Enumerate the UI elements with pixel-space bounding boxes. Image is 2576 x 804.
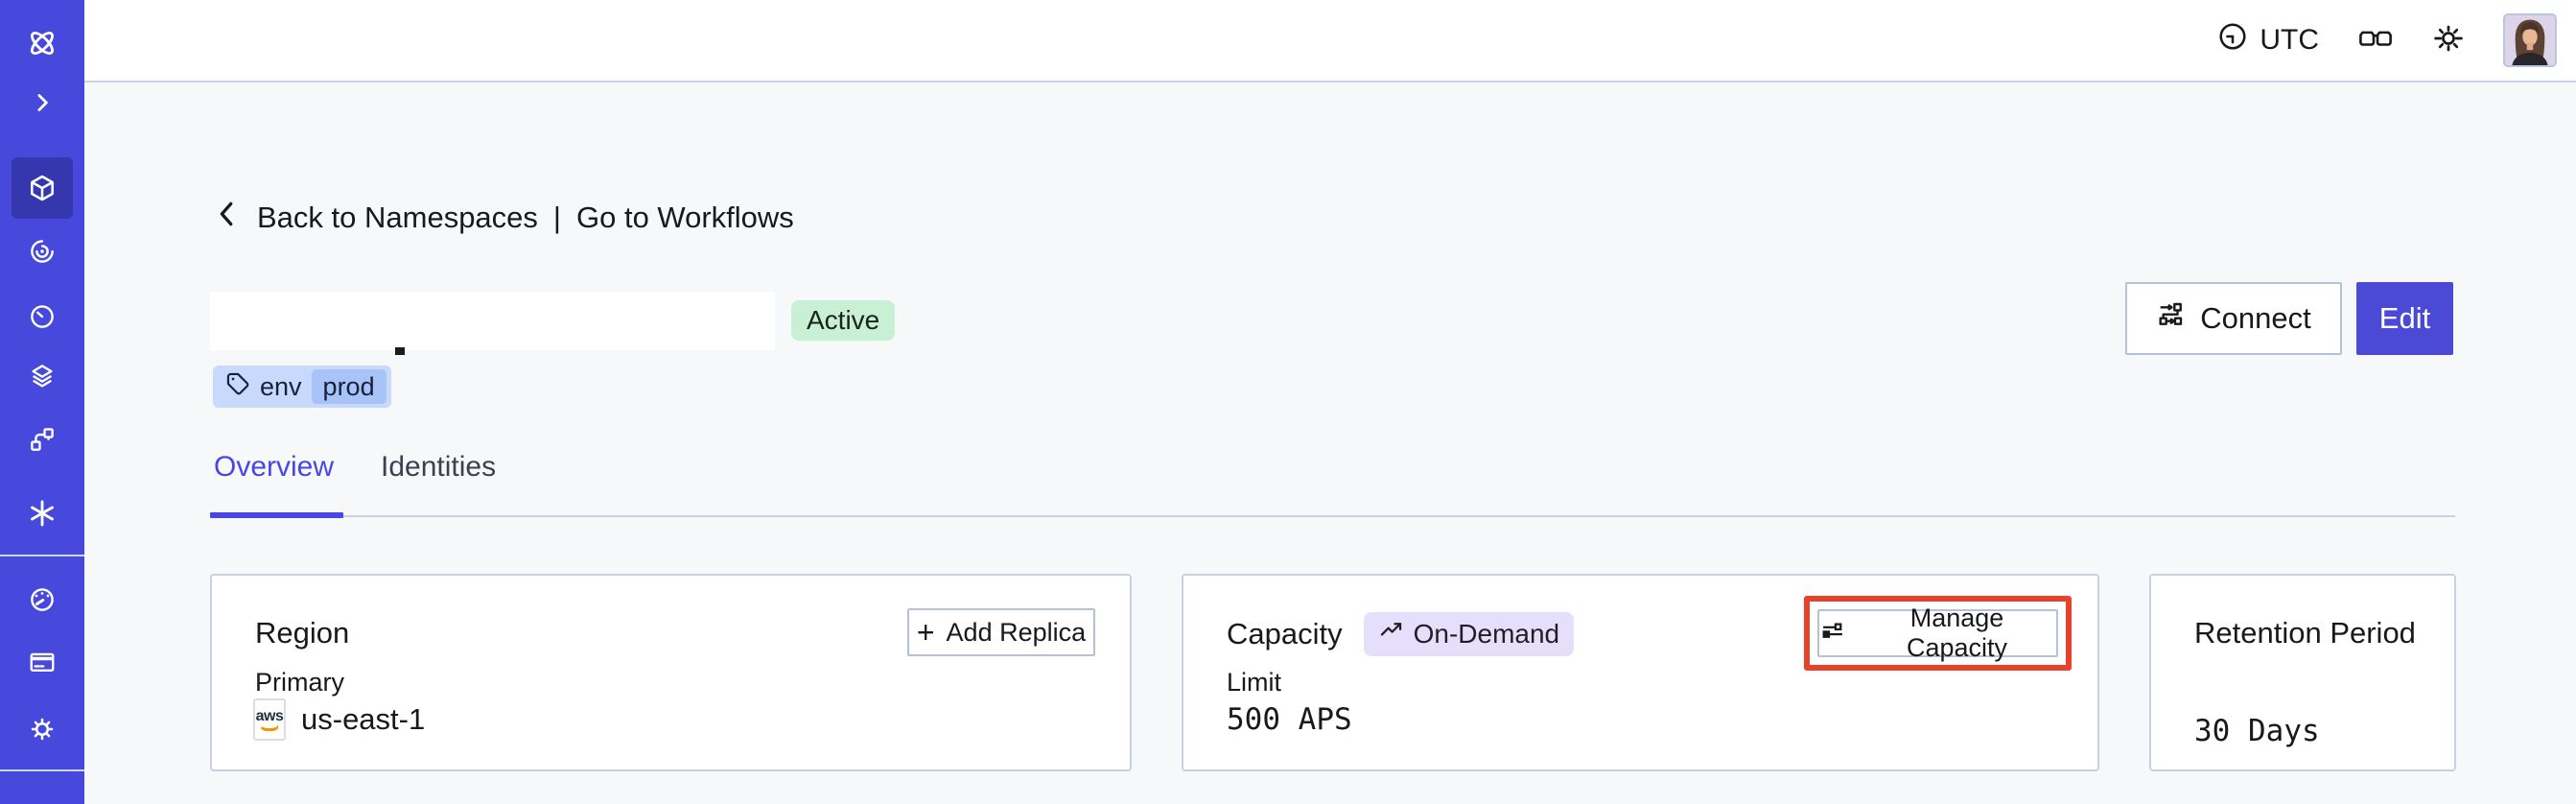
sidebar-item-deployments[interactable] bbox=[0, 345, 84, 407]
status-badge-label: Active bbox=[807, 305, 880, 335]
aws-logo-text: aws bbox=[255, 707, 284, 724]
tab-identities[interactable]: Identities bbox=[381, 451, 496, 484]
retention-value: 30 Days bbox=[2194, 714, 2320, 748]
topbar: UTC bbox=[84, 0, 2576, 83]
connect-button-label: Connect bbox=[2200, 301, 2311, 335]
labs-toggle[interactable] bbox=[2357, 23, 2394, 59]
tag-value: prod bbox=[322, 371, 375, 401]
brightness-sun-icon bbox=[2432, 25, 2465, 59]
ondemand-badge: On-Demand bbox=[1363, 612, 1575, 656]
capacity-card: Capacity On-Demand Manage Capacity Limit bbox=[1182, 574, 2099, 771]
capacity-field-label: Limit bbox=[1227, 668, 1282, 697]
trending-up-icon bbox=[1378, 618, 1404, 650]
tab-overview[interactable]: Overview bbox=[214, 451, 334, 484]
aws-logo: aws bbox=[253, 698, 286, 741]
region-card-title: Region bbox=[255, 616, 350, 650]
capacity-value: 500 APS bbox=[1227, 702, 1352, 737]
workflows-spiral-icon bbox=[28, 237, 57, 266]
breadcrumb-back-link[interactable]: Back to Namespaces bbox=[257, 201, 538, 234]
namespace-tag-chip[interactable]: env prod bbox=[213, 366, 391, 408]
sidebar-nav bbox=[0, 0, 84, 804]
sidebar-item-home[interactable] bbox=[0, 12, 84, 74]
edit-button[interactable]: Edit bbox=[2356, 282, 2453, 355]
sidebar-item-schedules[interactable] bbox=[0, 286, 84, 347]
breadcrumb: Back to Namespaces | Go to Workflows bbox=[213, 198, 794, 238]
sidebar-item-nexus[interactable] bbox=[0, 483, 84, 544]
tag-icon bbox=[224, 370, 250, 403]
reading-glasses-icon bbox=[2357, 31, 2394, 58]
settings-gear-icon bbox=[28, 715, 57, 744]
connect-button[interactable]: Connect bbox=[2125, 282, 2342, 355]
sidebar-item-namespaces[interactable] bbox=[0, 157, 84, 219]
redaction-artifact bbox=[395, 347, 405, 355]
region-value-row: aws us-east-1 bbox=[253, 698, 425, 741]
active-tab-underline bbox=[210, 512, 343, 518]
chevron-right-icon bbox=[28, 88, 57, 117]
billing-card-icon bbox=[28, 648, 57, 676]
sidebar-divider bbox=[0, 769, 84, 771]
status-badge: Active bbox=[791, 300, 896, 341]
edit-button-label: Edit bbox=[2378, 301, 2431, 335]
ondemand-badge-label: On-Demand bbox=[1413, 619, 1560, 649]
retention-card-title: Retention Period bbox=[2194, 616, 2416, 650]
add-replica-button[interactable]: + Add Replica bbox=[907, 608, 1095, 656]
temporal-logo bbox=[23, 24, 61, 62]
redacted-namespace-name bbox=[210, 292, 775, 350]
breadcrumb-forward-link[interactable]: Go to Workflows bbox=[575, 201, 794, 234]
theme-toggle[interactable] bbox=[2432, 22, 2465, 59]
timezone-label: UTC bbox=[2260, 24, 2319, 56]
region-card: Region + Add Replica Primary aws us-east… bbox=[210, 574, 1132, 771]
sidebar-item-usage[interactable] bbox=[0, 569, 84, 630]
manage-capacity-label: Manage Capacity bbox=[1906, 603, 2008, 662]
sliders-icon bbox=[1819, 617, 1846, 650]
tabs-divider bbox=[210, 515, 2455, 517]
nexus-asterisk-icon bbox=[26, 497, 59, 530]
breadcrumb-separator: | bbox=[552, 201, 561, 234]
schedules-clock-icon bbox=[28, 302, 57, 331]
plus-icon: + bbox=[916, 615, 935, 650]
sidebar-item-billing[interactable] bbox=[0, 631, 84, 693]
timezone-selector[interactable]: UTC bbox=[2217, 21, 2319, 59]
tag-key: env bbox=[260, 371, 302, 401]
back-chevron-icon[interactable] bbox=[213, 198, 242, 238]
connect-flow-icon bbox=[2156, 299, 2187, 338]
sidebar-item-workflows[interactable] bbox=[0, 221, 84, 282]
sidebar-expand-button[interactable] bbox=[0, 72, 84, 133]
aws-smile-swoosh bbox=[259, 723, 280, 731]
sidebar-item-batch[interactable] bbox=[0, 409, 84, 470]
usage-gauge-icon bbox=[28, 585, 57, 614]
region-field-label: Primary bbox=[255, 668, 344, 697]
sidebar-item-support[interactable] bbox=[0, 787, 84, 804]
retention-card: Retention Period 30 Days bbox=[2149, 574, 2456, 771]
branch-icon bbox=[28, 425, 57, 454]
tab-overview-label: Overview bbox=[214, 451, 335, 483]
sidebar-item-settings[interactable] bbox=[0, 698, 84, 760]
capacity-title-row: Capacity On-Demand bbox=[1227, 612, 1575, 656]
clock-icon bbox=[2217, 21, 2248, 59]
tag-value-chip: prod bbox=[311, 369, 386, 404]
user-avatar[interactable] bbox=[2503, 13, 2557, 67]
deployments-stack-icon bbox=[28, 362, 57, 390]
tab-identities-label: Identities bbox=[381, 451, 497, 483]
manage-capacity-button[interactable]: Manage Capacity bbox=[1817, 603, 2058, 662]
sidebar-divider bbox=[0, 555, 84, 556]
namespaces-cube-icon bbox=[27, 173, 58, 203]
add-replica-label: Add Replica bbox=[946, 617, 1087, 647]
region-value: us-east-1 bbox=[301, 702, 426, 736]
capacity-card-title: Capacity bbox=[1227, 617, 1343, 650]
